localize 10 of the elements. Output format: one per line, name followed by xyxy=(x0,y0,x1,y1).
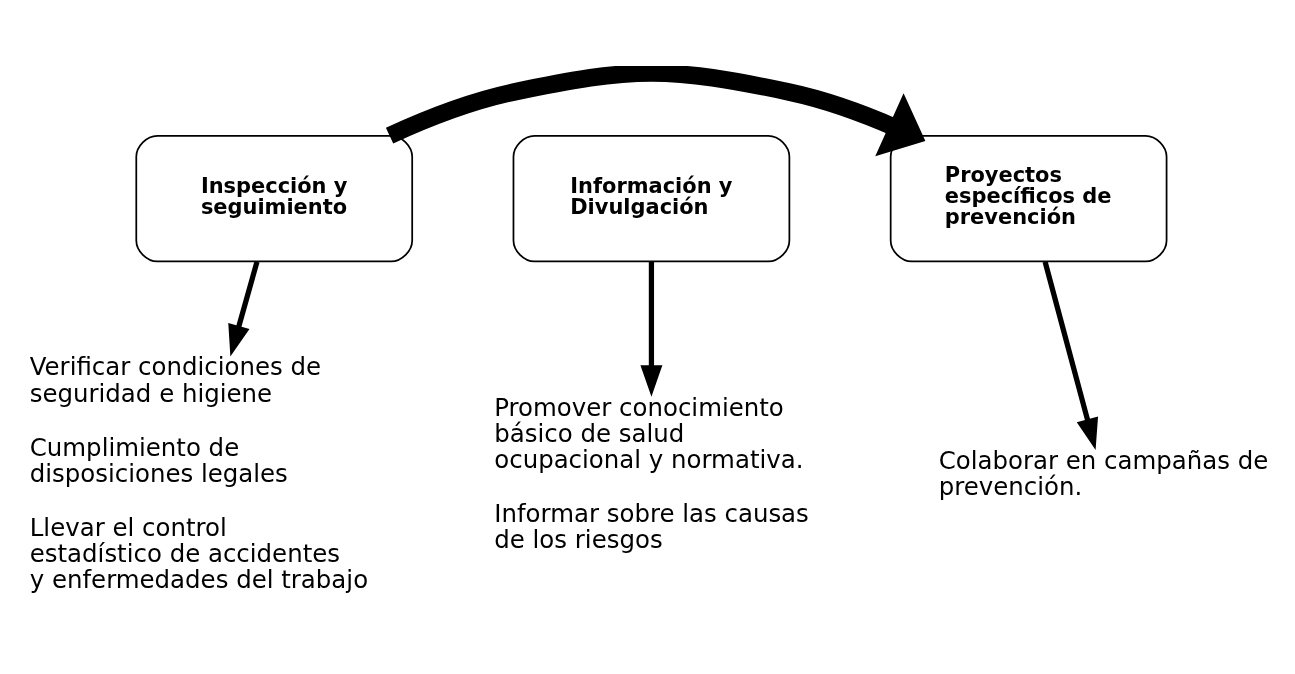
arrow xyxy=(385,65,926,156)
arrow xyxy=(228,260,260,356)
arrow xyxy=(1042,260,1099,450)
node-text: Colaborar en campañas de prevención. xyxy=(938,445,1269,501)
node-box: Información y Divulgación xyxy=(512,134,791,262)
arrow xyxy=(640,261,663,397)
node-box: Inspección y seguimiento xyxy=(135,134,414,262)
node-box: Proyectos específicos de prevención xyxy=(889,134,1168,262)
node-text: Promover conocimiento básico de salud ocupacional y normativa. Informar sobre las causas de los riesgos xyxy=(494,392,809,554)
node-text: Verificar condiciones de seguridad e higiene Cumplimiento de disposiciones legales Llevar el control estadístico de accidentes y enfermedades del trabajo xyxy=(29,351,369,594)
